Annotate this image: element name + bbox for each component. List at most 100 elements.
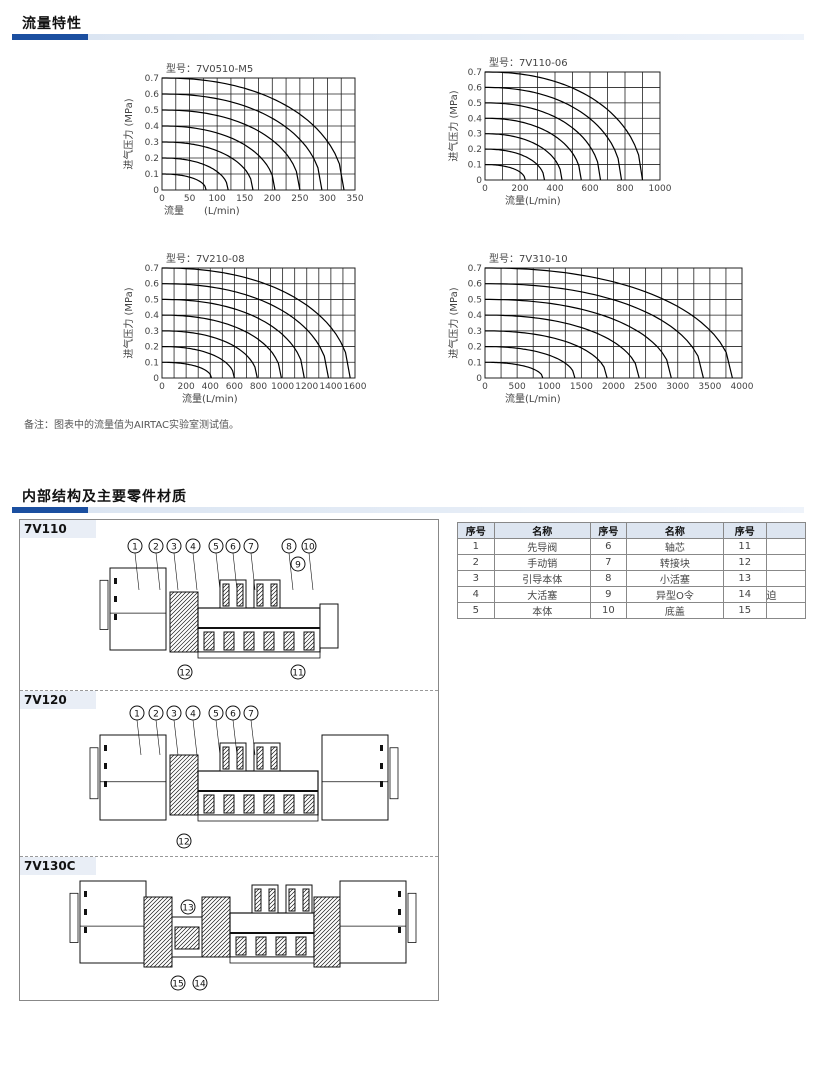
hatch-line xyxy=(169,754,183,768)
x-tick-label: 200 xyxy=(178,382,195,392)
table-header-row: 序号 名称 序号 名称 序号 xyxy=(457,522,806,539)
hatch-line xyxy=(313,902,341,930)
valve-body xyxy=(197,770,319,816)
callout-number: 11 xyxy=(292,669,303,679)
header-cell: 名称 xyxy=(625,522,725,539)
leader-line xyxy=(232,719,238,756)
hatch-line xyxy=(143,908,173,938)
flow-curve xyxy=(485,102,602,181)
x-tick-label: 600 xyxy=(226,382,243,392)
hatch-line xyxy=(315,942,341,968)
hatch-line xyxy=(157,952,173,968)
section-title-flow: 流量特性 xyxy=(22,16,82,32)
x-axis-label: 流量(L/min) xyxy=(505,392,561,405)
callout-number: 3 xyxy=(171,710,177,720)
hatch-line xyxy=(169,754,191,776)
table-cell: 9 xyxy=(589,586,627,603)
hatch-line xyxy=(173,627,199,653)
y-tick-label: 0.1 xyxy=(468,161,482,171)
hatched-part xyxy=(235,936,247,956)
hatch-line xyxy=(323,950,341,968)
y-tick-label: 0 xyxy=(476,176,482,186)
hatch-line xyxy=(313,896,331,914)
hatch-line xyxy=(254,902,262,910)
hatch-line xyxy=(302,888,308,894)
hatch-line xyxy=(169,778,199,808)
flow-curve xyxy=(162,157,229,191)
hatch-line xyxy=(275,938,287,950)
hatch-line xyxy=(263,800,275,812)
hatch-line xyxy=(169,615,199,645)
hatch-line xyxy=(176,926,200,950)
hatch-line xyxy=(143,904,173,934)
part-outline xyxy=(223,631,235,651)
hatch-line xyxy=(263,633,275,645)
hatched-part xyxy=(243,631,255,651)
callout: 2 xyxy=(148,705,164,721)
callout-number: 12 xyxy=(178,838,189,848)
hatch-line xyxy=(236,583,242,589)
hatch-line xyxy=(313,930,341,958)
hatched-part xyxy=(313,896,341,968)
y-tick-label: 0 xyxy=(153,374,159,384)
hatch-line xyxy=(143,924,173,954)
callout-number: 6 xyxy=(230,543,236,553)
hatch-line xyxy=(268,888,274,894)
y-tick-label: 0.6 xyxy=(468,280,483,290)
callout: 15 xyxy=(170,975,186,991)
hatch-line xyxy=(305,804,315,814)
flow-curve xyxy=(485,346,576,379)
leader-line xyxy=(308,552,314,591)
hatch-line xyxy=(223,794,233,804)
hatch-line xyxy=(203,633,215,645)
hatch-line xyxy=(143,912,173,942)
hatch-line xyxy=(313,938,341,966)
hatch-line xyxy=(169,611,199,641)
x-tick-label: 1600 xyxy=(344,382,367,392)
callout: 8 xyxy=(281,538,297,554)
table-cell xyxy=(765,602,806,619)
leader-line xyxy=(173,552,179,591)
callout: 5 xyxy=(208,538,224,554)
hatch-line xyxy=(297,946,307,956)
hatch-line xyxy=(289,808,295,814)
chart-title: 型号：7V0510-M5 xyxy=(166,62,253,75)
hatch-line xyxy=(169,591,187,609)
x-axis-label: 流量(L/min) xyxy=(505,194,561,207)
x-axis-unit: (L/min) xyxy=(204,206,240,217)
hatch-line xyxy=(203,800,215,812)
x-axis-label: 流量(L/min) xyxy=(182,392,238,405)
hatched-part xyxy=(303,631,315,651)
hatch-line xyxy=(203,794,213,804)
hatch-line xyxy=(169,762,199,792)
hatch-line xyxy=(143,900,173,930)
table-cell: 转接块 xyxy=(625,554,725,571)
hatched-part xyxy=(270,746,278,770)
hatch-line xyxy=(143,896,153,906)
y-tick-label: 0.7 xyxy=(145,264,159,274)
part-outline xyxy=(303,631,315,651)
hatch-line xyxy=(288,898,296,906)
flow-curve xyxy=(485,133,563,181)
hatched-part xyxy=(288,888,296,912)
hatch-line xyxy=(177,631,199,653)
callout: 14 xyxy=(192,975,208,991)
valve-body xyxy=(197,607,321,653)
hatch-line xyxy=(222,585,230,593)
hatch-line xyxy=(165,960,173,968)
hatched-part xyxy=(243,794,255,814)
hatch-line xyxy=(256,746,262,752)
part-outline xyxy=(275,936,287,956)
solenoid-pin xyxy=(84,891,87,897)
y-tick-label: 0.6 xyxy=(468,83,483,93)
y-tick-label: 0.2 xyxy=(145,154,159,164)
hatch-line xyxy=(303,637,315,649)
part-outline xyxy=(302,888,310,912)
hatch-line xyxy=(143,896,149,902)
hatch-line xyxy=(255,942,267,954)
hatch-line xyxy=(313,934,341,962)
hatch-line xyxy=(225,641,235,651)
x-tick-label: 0 xyxy=(482,184,488,194)
hatch-line xyxy=(143,936,173,966)
hatch-line xyxy=(201,896,219,914)
